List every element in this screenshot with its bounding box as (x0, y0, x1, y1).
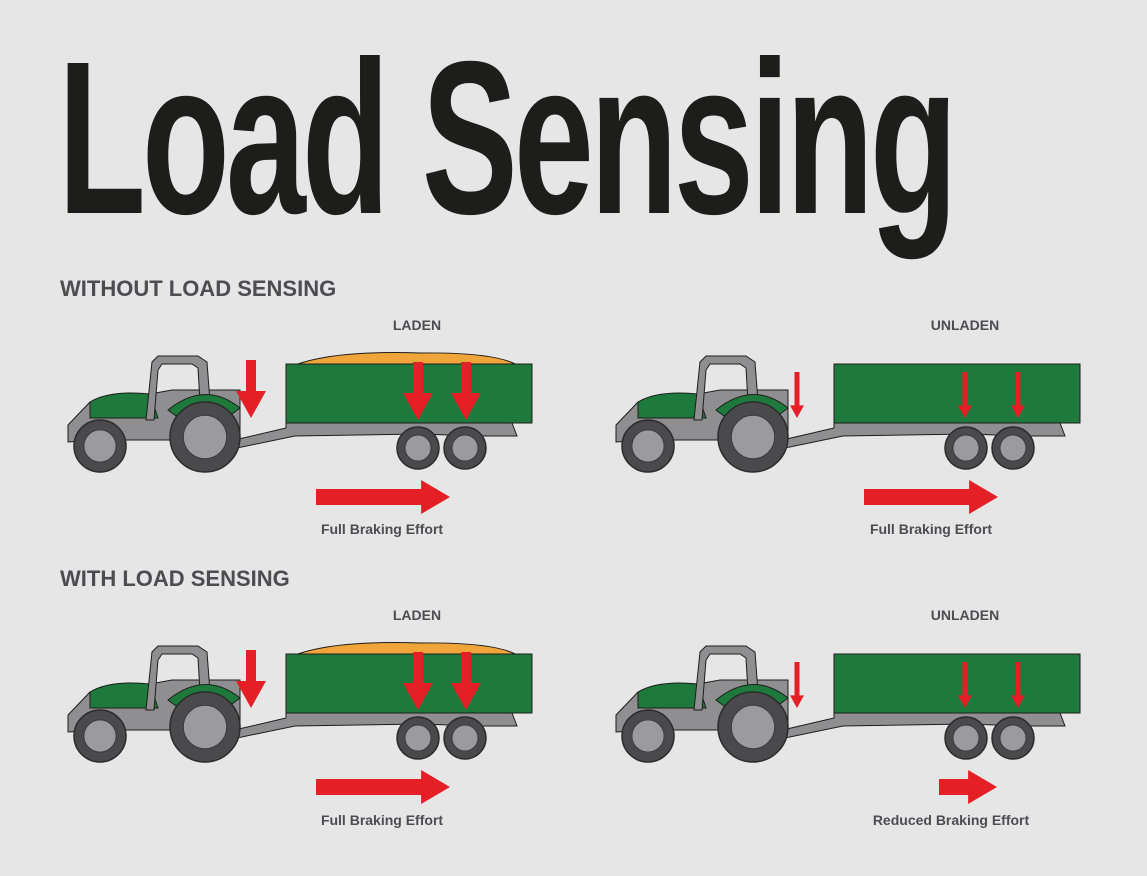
rear-wheel (717, 401, 789, 473)
load-arrow-axle-rear (1011, 662, 1025, 708)
braking-arrow (939, 770, 997, 804)
load-arrow-tractor (790, 662, 804, 708)
trailer-wheel-rear (991, 716, 1035, 760)
rear-wheel (717, 691, 789, 763)
trailer-wheel-rear (991, 426, 1035, 470)
load-arrow-tractor (236, 360, 266, 418)
load-arrow-tractor (790, 372, 804, 418)
effort-label-with-laden: Full Braking Effort (320, 812, 444, 828)
load-arrow-axle-rear (451, 652, 481, 710)
effort-label-without-laden: Full Braking Effort (320, 521, 444, 537)
front-wheel (73, 419, 127, 473)
panel-label-without-laden: LADEN (392, 317, 442, 333)
braking-arrow (316, 770, 450, 804)
front-wheel (621, 709, 675, 763)
trailer-wheel-front (944, 716, 988, 760)
vehicle-panel-3 (615, 645, 1081, 804)
braking-arrow (864, 480, 998, 514)
trailer-body (833, 363, 1081, 424)
page-title: Load Sensing (58, 17, 958, 260)
panel-label-without-unladen: UNLADEN (930, 317, 1000, 333)
rear-wheel (169, 691, 241, 763)
load-arrow-axle-rear (1011, 372, 1025, 418)
vehicle-panel-1 (615, 355, 1081, 514)
load-arrow-tractor (236, 650, 266, 708)
trailer-wheel-rear (443, 426, 487, 470)
trailer-chassis (224, 422, 518, 449)
panel-label-with-unladen: UNLADEN (930, 607, 1000, 623)
load-arrow-axle-rear (451, 362, 481, 420)
tractor-bonnet (637, 682, 707, 709)
trailer-wheel-rear (443, 716, 487, 760)
load-arrow-axle-front (958, 372, 972, 418)
effort-label-without-unladen: Full Braking Effort (869, 521, 993, 537)
trailer-chassis (772, 712, 1066, 739)
section-heading-with: WITH LOAD SENSING (60, 566, 290, 591)
front-wheel (73, 709, 127, 763)
trailer-chassis (772, 422, 1066, 449)
front-wheel (621, 419, 675, 473)
trailer-wheel-front (396, 426, 440, 470)
vehicle-panel-0 (67, 352, 533, 514)
section-heading-without: WITHOUT LOAD SENSING (60, 276, 337, 301)
trailer-wheel-front (396, 716, 440, 760)
load-arrow-axle-front (958, 662, 972, 708)
load-arrow-axle-front (403, 652, 433, 710)
panel-label-with-laden: LADEN (392, 607, 442, 623)
tractor-bonnet (89, 682, 159, 709)
tractor-bonnet (89, 392, 159, 419)
trailer-wheel-front (944, 426, 988, 470)
rear-wheel (169, 401, 241, 473)
vehicle-panel-2 (67, 642, 533, 804)
braking-arrow (316, 480, 450, 514)
effort-label-with-unladen: Reduced Braking Effort (872, 812, 1030, 828)
trailer-body (833, 653, 1081, 714)
tractor-bonnet (637, 392, 707, 419)
load-arrow-axle-front (403, 362, 433, 420)
trailer-chassis (224, 712, 518, 739)
